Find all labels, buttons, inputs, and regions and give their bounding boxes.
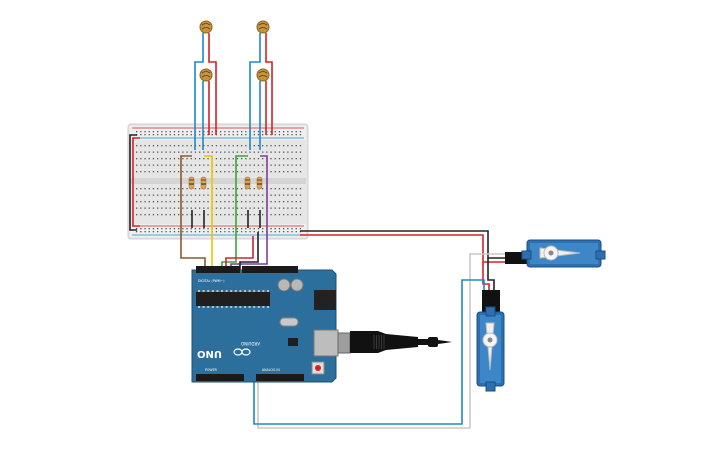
arduino-logo-icon bbox=[233, 348, 251, 356]
capacitor-2 bbox=[290, 278, 304, 292]
servo-signal-wires bbox=[253, 253, 505, 429]
arduino-uno[interactable]: UNO ARDUINO DIGITAL (PWM~) POWER ANALOG … bbox=[191, 266, 339, 383]
resistor-3[interactable] bbox=[244, 176, 251, 190]
breadboard-jumpers bbox=[129, 134, 261, 231]
usb-cable[interactable] bbox=[337, 331, 452, 354]
brand-label: ARDUINO bbox=[241, 341, 260, 346]
resistor-4[interactable] bbox=[256, 176, 263, 190]
analog-header[interactable] bbox=[256, 374, 304, 381]
power-header[interactable] bbox=[196, 374, 244, 381]
photoresistor-2[interactable] bbox=[256, 20, 270, 34]
servo-motor-1[interactable] bbox=[505, 239, 606, 268]
usb-cable-grip bbox=[373, 335, 385, 349]
photoresistor-leads bbox=[194, 33, 273, 150]
digital-header-left[interactable] bbox=[196, 266, 240, 273]
photoresistor-4[interactable] bbox=[256, 68, 270, 82]
digital-header-right[interactable] bbox=[242, 266, 298, 273]
power-header-label: POWER bbox=[205, 368, 218, 372]
crystal bbox=[279, 317, 299, 327]
photoresistor-1[interactable] bbox=[199, 20, 213, 60]
power-jack[interactable] bbox=[314, 290, 336, 310]
resistor-2[interactable] bbox=[200, 176, 207, 190]
resistor-1[interactable] bbox=[188, 176, 195, 190]
capacitor-1 bbox=[277, 278, 291, 292]
breadboard[interactable] bbox=[127, 123, 309, 240]
chip-pins bbox=[198, 290, 269, 308]
microcontroller-chip bbox=[196, 292, 270, 306]
reset-button-cap bbox=[315, 365, 321, 371]
usb-port[interactable] bbox=[313, 329, 339, 357]
power-wires bbox=[300, 230, 505, 290]
digital-header-label: DIGITAL (PWM~) bbox=[198, 279, 224, 283]
board-name-label: UNO bbox=[197, 348, 222, 359]
icsp-header bbox=[288, 338, 298, 346]
servo-motor-2[interactable] bbox=[476, 290, 505, 392]
analog-header-label: ANALOG IN bbox=[262, 368, 280, 372]
photoresistor-3[interactable] bbox=[199, 68, 213, 82]
